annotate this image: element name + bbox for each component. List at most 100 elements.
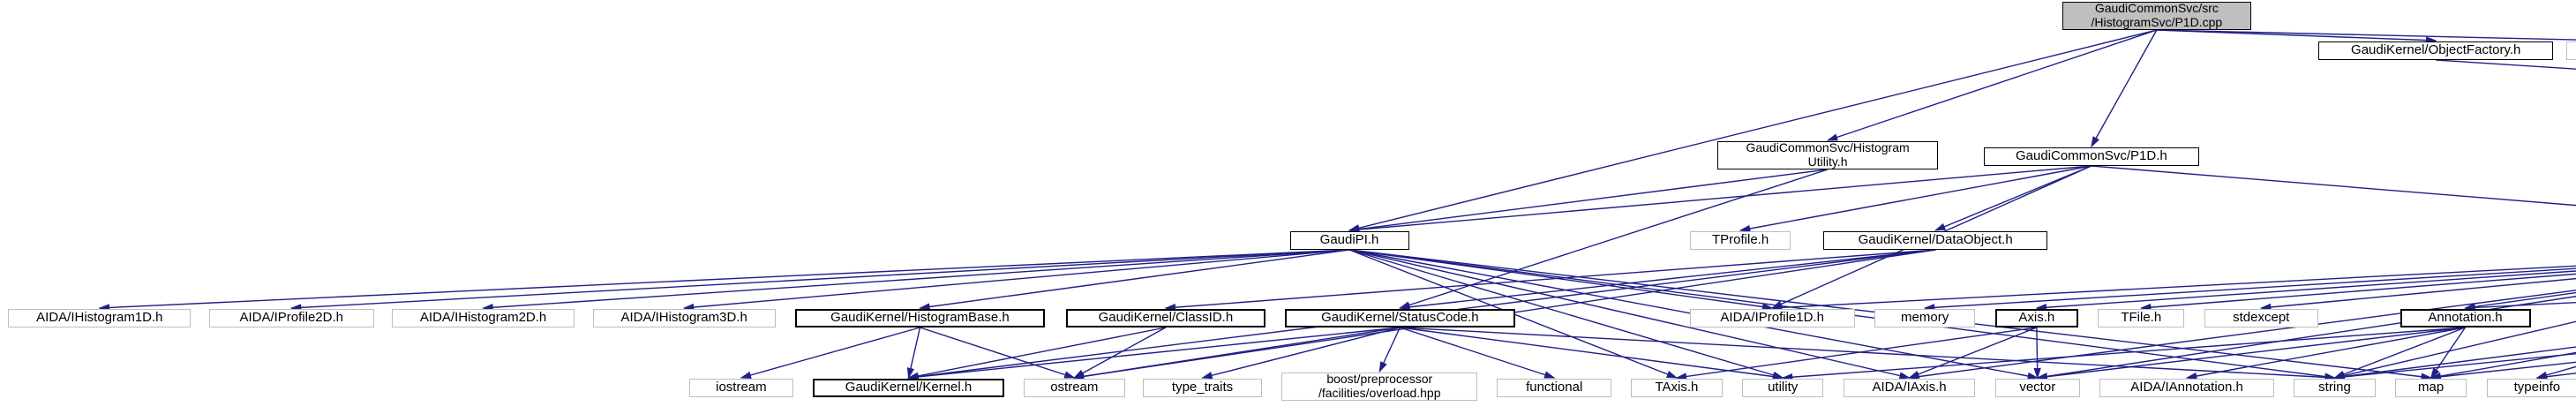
graph-edge [1934,165,2092,231]
graph-node-label: iostream [716,380,767,395]
graph-node-p1dh[interactable]: GaudiCommonSvc/P1D.h [1983,147,2199,166]
graph-node-label: typeinfo [2513,380,2561,395]
graph-node-boostpp[interactable]: boost/preprocessor /facilities/overload.… [1281,372,1478,401]
graph-node-label: functional [1526,380,1583,395]
graph-edge [2185,327,2466,380]
graph-node-axish[interactable]: Axis.h [1994,309,2079,327]
graph-edge [1739,165,2092,233]
graph-node-label: string [2318,380,2351,395]
graph-edge [919,249,1350,311]
graph-node-label: AIDA/IProfile1D.h [1720,310,1824,326]
graph-node-label: Axis.h [2018,310,2055,326]
graph-node-iostream[interactable]: iostream [688,379,794,397]
graph-edge [2036,327,2466,380]
graph-edge [1348,169,1829,233]
graph-edge [1348,249,1784,379]
graph-node-objfactory[interactable]: GaudiKernel/ObjectFactory.h [2318,41,2554,60]
graph-edge [2091,165,2576,207]
graph-edge [1348,29,2158,232]
graph-node-label: AIDA/IHistogram3D.h [620,310,747,326]
graph-edge [2333,346,2576,380]
graph-node-label: AIDA/IProfile2D.h [239,310,343,326]
graph-node-label: utility [1768,380,1799,395]
graph-edge [1908,327,2038,379]
graph-node-label: Annotation.h [2428,310,2503,326]
graph-node-iannotation[interactable]: AIDA/IAnnotation.h [2099,379,2275,397]
graph-node-label: map [2418,380,2445,395]
graph-node-label: TFile.h [2121,310,2162,326]
graph-node-root[interactable]: GaudiCommonSvc/src /HistogramSvc/P1D.cpp [2062,1,2252,30]
graph-node-label: cmath [2571,43,2576,58]
graph-node-ostream[interactable]: ostream [1023,379,1125,397]
graph-edge [1400,327,2336,381]
graph-edge [1164,249,1936,312]
graph-edge [1378,327,1401,373]
graph-node-label: boost/preprocessor /facilities/overload.… [1318,372,1441,400]
graph-node-label: GaudiKernel/Kernel.h [845,380,973,395]
graph-edge [1348,249,1911,380]
graph-edge [920,327,1076,379]
graph-node-label: ostream [1050,380,1099,395]
graph-edge [2156,29,2576,41]
graph-edge [289,249,1350,312]
graph-node-label: AIDA/IAxis.h [1872,380,1947,395]
graph-node-label: vector [2019,380,2056,395]
graph-edge [2333,320,2576,380]
graph-node-label: GaudiKernel/StatusCode.h [1321,310,1479,326]
graph-node-histutil[interactable]: GaudiCommonSvc/Histogram Utility.h [1717,140,1938,169]
graph-node-cmath[interactable]: cmath [2566,41,2576,60]
graph-edge [1826,29,2158,141]
graph-node-string[interactable]: string [2294,379,2376,397]
graph-node-label: GaudiKernel/HistogramBase.h [830,310,1010,326]
graph-node-ihist1d[interactable]: AIDA/IHistogram1D.h [8,309,192,327]
graph-node-tfileh[interactable]: TFile.h [2098,309,2185,327]
graph-node-memory[interactable]: memory [1874,309,1976,327]
graph-node-label: GaudiKernel/ObjectFactory.h [2351,42,2521,58]
graph-node-iprof1d[interactable]: AIDA/IProfile1D.h [1689,309,1855,327]
graph-node-statuscode[interactable]: GaudiKernel/StatusCode.h [1284,309,1515,327]
graph-edge [1923,267,2576,312]
graph-node-vector[interactable]: vector [1994,379,2080,397]
graph-edge [2033,327,2041,380]
graph-edge [907,327,1167,380]
graph-edge [740,327,920,380]
graph-node-map[interactable]: map [2394,379,2467,397]
graph-edge [1073,327,1167,379]
graph-node-classid[interactable]: GaudiKernel/ClassID.h [1066,309,1265,327]
graph-node-label: AIDA/IHistogram2D.h [419,310,547,326]
graph-node-typeinfo[interactable]: typeinfo [2486,379,2576,397]
graph-node-label: GaudiCommonSvc/P1D.h [2015,148,2167,164]
graph-node-ihist2d[interactable]: AIDA/IHistogram2D.h [392,309,575,327]
graph-node-ihist3d[interactable]: AIDA/IHistogram3D.h [592,309,776,327]
graph-node-label: GaudiCommonSvc/src /HistogramSvc/P1D.cpp [2091,1,2223,29]
graph-edge [2464,291,2576,311]
graph-edge [482,249,1350,312]
graph-node-label: memory [1901,310,1949,326]
graph-node-label: TProfile.h [1711,232,1769,248]
graph-node-gaudipi[interactable]: GaudiPI.h [1289,231,1409,250]
graph-node-label: GaudiCommonSvc/Histogram Utility.h [1746,140,1910,169]
graph-node-iprof2d[interactable]: AIDA/IProfile2D.h [208,309,374,327]
graph-node-utility[interactable]: utility [1741,379,1824,397]
graph-node-label: AIDA/IAnnotation.h [2130,380,2243,395]
graph-edge [907,327,1401,381]
graph-node-dataobject[interactable]: GaudiKernel/DataObject.h [1823,231,2047,250]
graph-node-stdexcept[interactable]: stdexcept [2204,309,2318,327]
graph-node-label: AIDA/IHistogram1D.h [36,310,163,326]
graph-edge [2156,29,2437,44]
graph-edge [1348,165,2092,234]
graph-node-histbase[interactable]: GaudiKernel/HistogramBase.h [794,309,1045,327]
graph-node-kernelh[interactable]: GaudiKernel/Kernel.h [813,379,1004,397]
graph-edge [1400,327,1556,379]
graph-node-functional[interactable]: functional [1497,379,1611,397]
graph-node-label: GaudiKernel/ClassID.h [1098,310,1234,326]
graph-edge [98,249,1350,312]
graph-node-iaxis[interactable]: AIDA/IAxis.h [1843,379,1976,397]
graph-edge [2091,29,2158,148]
graph-node-label: TAxis.h [1655,380,1699,395]
graph-node-annotation[interactable]: Annotation.h [2400,309,2531,327]
graph-node-typetraits[interactable]: type_traits [1143,379,1263,397]
graph-node-taxish[interactable]: TAxis.h [1631,379,1723,397]
graph-node-tprofile[interactable]: TProfile.h [1689,231,1791,250]
